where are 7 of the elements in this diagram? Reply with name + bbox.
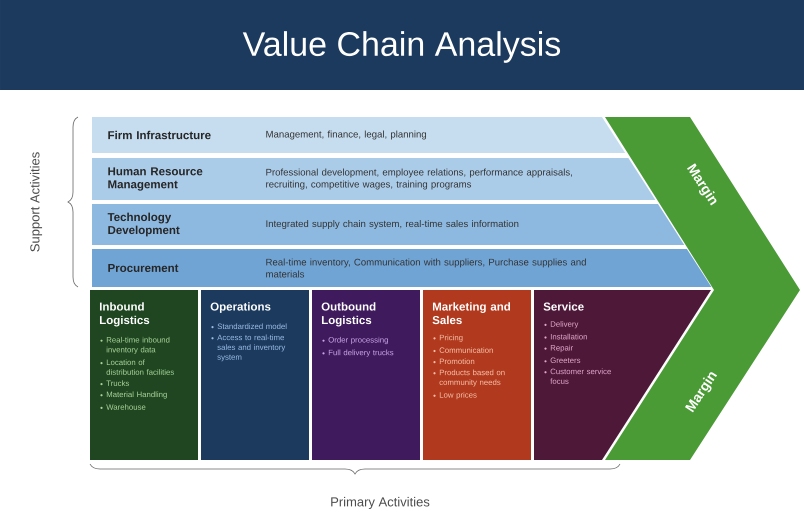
axis-label: Primary Activities [331, 496, 430, 510]
axis-label: Support Activities [30, 152, 42, 252]
support-band: Procurement Real-time inventory, Communication with suppliers, Purchase supplies and materials [92, 249, 712, 287]
support-band: Technology Development Integrated supply chain system, real-time sales information [92, 204, 684, 245]
support-band: Firm Infrastructure Management, finance, legal, planning [92, 117, 626, 153]
title-banner: Value Chain Analysis [0, 0, 804, 90]
support-band: Human Resource Management Professional development, employee relations, performance appraisals, recruiting, competitive wages, training programs [92, 158, 656, 200]
